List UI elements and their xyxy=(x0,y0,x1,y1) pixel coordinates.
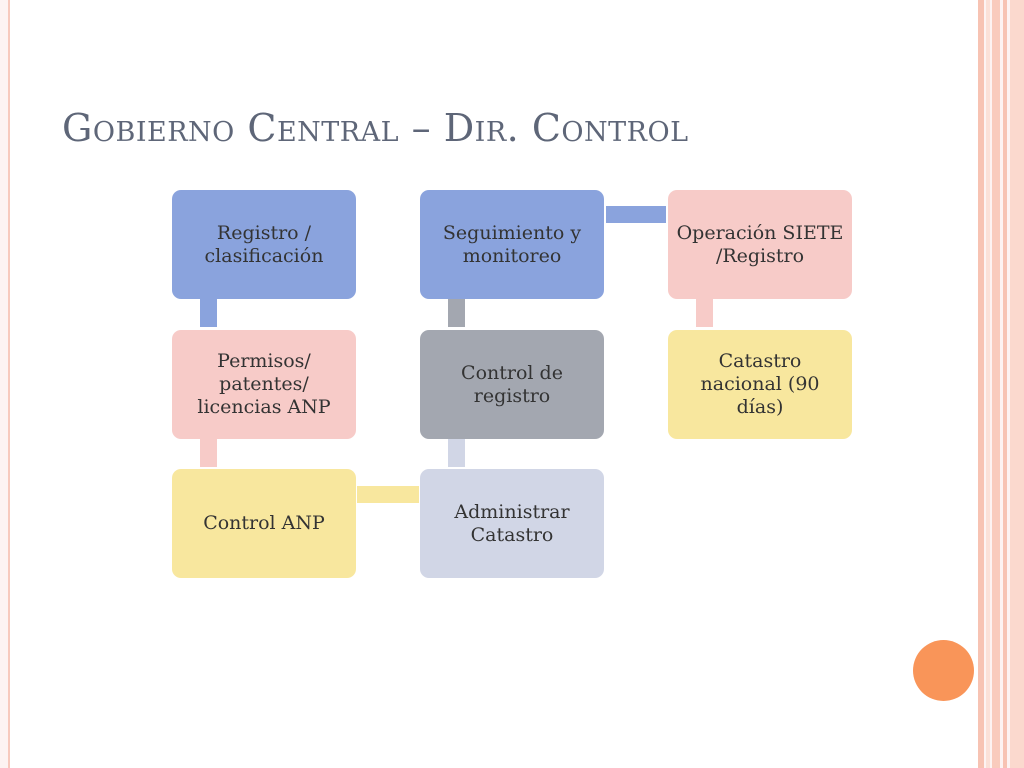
connector-administrar-control-registro xyxy=(448,439,465,467)
decorative-stripe xyxy=(986,0,990,768)
decorative-stripe xyxy=(1010,0,1024,768)
decorative-stripe xyxy=(992,0,1000,768)
connector-permisos-control-anp xyxy=(200,439,217,467)
node-operacion-siete-registro: Operación SIETE /Registro xyxy=(668,190,852,299)
slide-title: Gobierno Central – Dir. Control xyxy=(62,106,689,150)
node-catastro-nacional: Catastro nacional (90 días) xyxy=(668,330,852,439)
node-seguimiento-monitoreo: Seguimiento y monitoreo xyxy=(420,190,604,299)
node-permisos-patentes-licencias: Permisos/ patentes/ licencias ANP xyxy=(172,330,356,439)
connector-registro-permisos xyxy=(200,299,217,327)
node-administrar-catastro: Administrar Catastro xyxy=(420,469,604,578)
node-control-anp: Control ANP xyxy=(172,469,356,578)
node-registro-clasificacion: Registro / clasificación xyxy=(172,190,356,299)
decorative-accent-circle xyxy=(913,640,974,701)
connector-control-anp-administrar xyxy=(357,486,419,503)
connector-operacion-catastro xyxy=(696,299,713,327)
connector-control-registro-seguimiento xyxy=(448,299,465,327)
connector-seguimiento-operacion xyxy=(606,206,666,223)
decorative-stripe xyxy=(978,0,984,768)
node-control-de-registro: Control de registro xyxy=(420,330,604,439)
decorative-stripe xyxy=(1003,0,1007,768)
